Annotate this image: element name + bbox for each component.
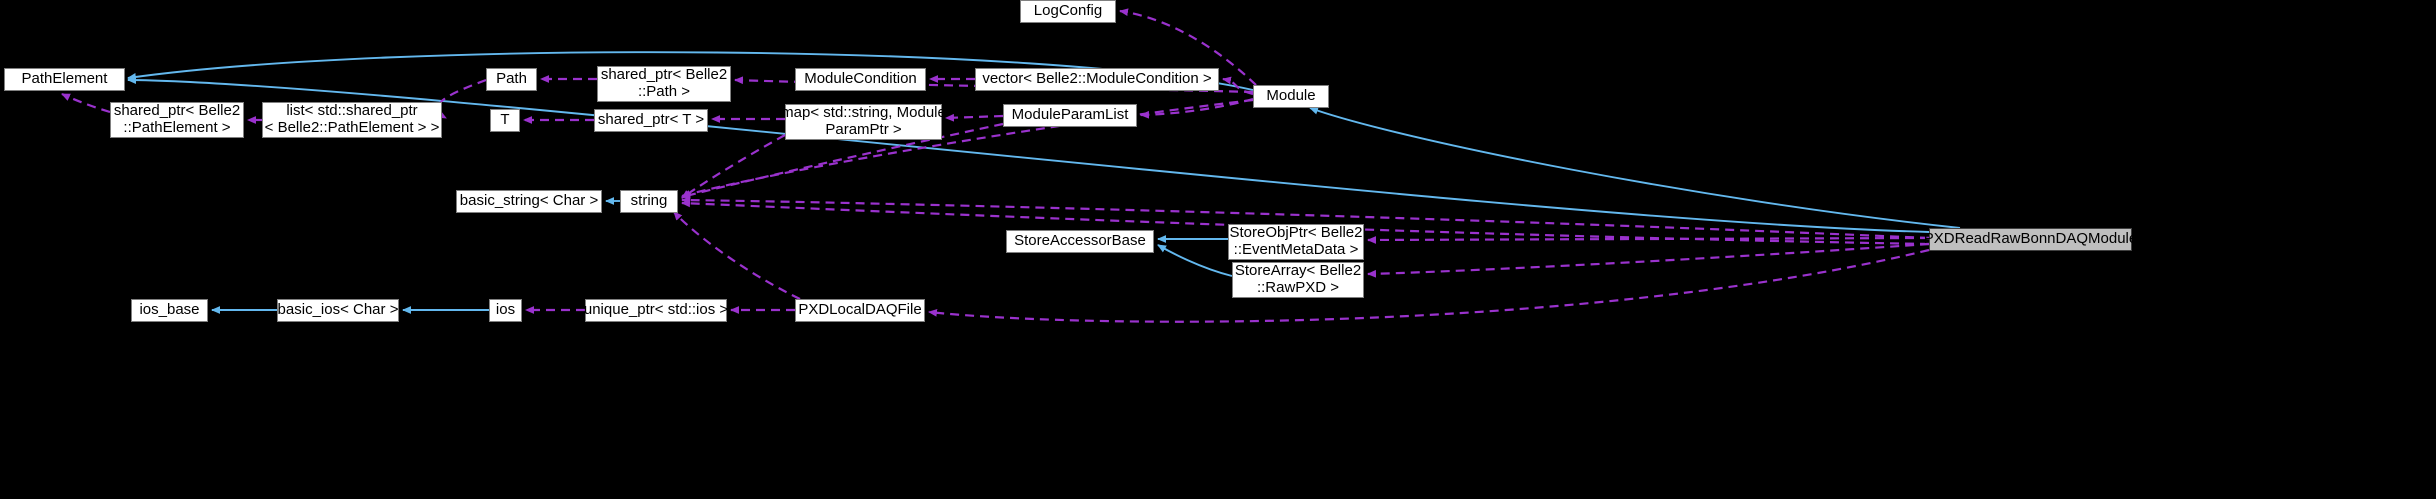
edge-pxdread-to-storeobjptr	[1367, 236, 1930, 244]
class-node-label: LogConfig	[1033, 2, 1103, 20]
class-node-t[interactable]: T	[490, 109, 520, 132]
class-node-label: shared_ptr< Belle2 ::PathElement >	[113, 102, 241, 136]
edge-module-to-moduleparam	[1140, 97, 1254, 119]
class-node-label: StoreObjPtr< Belle2 ::EventMetaData >	[1229, 224, 1363, 258]
class-node-string[interactable]: string	[620, 190, 678, 213]
edge-pxdread-to-module	[1309, 107, 1961, 229]
class-node-label: Module	[1266, 87, 1316, 105]
edge-pxdread-to-pxdlocal	[928, 248, 1930, 323]
class-node-label: PXDLocalDAQFile	[798, 301, 922, 319]
class-node-label: shared_ptr< Belle2 ::Path >	[600, 66, 728, 100]
class-node-label: string	[630, 192, 668, 210]
class-node-label: shared_ptr< T >	[597, 111, 705, 129]
class-node-basic_ios[interactable]: basic_ios< Char >	[277, 299, 399, 322]
class-node-path[interactable]: Path	[486, 68, 537, 91]
class-node-label: unique_ptr< std::ios >	[583, 301, 729, 319]
class-node-label: basic_string< Char >	[459, 192, 599, 210]
edge-path-to-list_sp_pe	[436, 78, 487, 119]
class-node-label: PXDReadRawBonnDAQModule	[1923, 230, 2138, 248]
edge-storearray-to-storeaccbase	[1157, 244, 1233, 277]
class-node-label: StoreArray< Belle2 ::RawPXD >	[1234, 262, 1362, 296]
class-node-label: ModuleCondition	[804, 70, 917, 88]
class-node-label: PathElement	[21, 70, 108, 88]
class-node-pxdread[interactable]: PXDReadRawBonnDAQModule	[1924, 228, 2137, 251]
class-node-label: ios	[495, 301, 516, 319]
class-node-label: list< std::shared_ptr < Belle2::PathElem…	[264, 102, 440, 136]
class-node-ios[interactable]: ios	[489, 299, 522, 322]
class-node-label: T	[500, 111, 510, 129]
class-node-storeaccbase[interactable]: StoreAccessorBase	[1006, 230, 1154, 253]
class-node-pathelement[interactable]: PathElement	[4, 68, 125, 91]
class-node-ios_base[interactable]: ios_base	[131, 299, 208, 322]
class-node-logconfig[interactable]: LogConfig	[1020, 0, 1116, 23]
class-node-label: basic_ios< Char >	[277, 301, 399, 319]
class-node-vec_modcond[interactable]: vector< Belle2::ModuleCondition >	[975, 68, 1219, 91]
edge-pxdlocal-to-string	[673, 211, 801, 300]
class-node-sp_pathelem[interactable]: shared_ptr< Belle2 ::PathElement >	[110, 102, 244, 138]
class-node-storeobjptr[interactable]: StoreObjPtr< Belle2 ::EventMetaData >	[1228, 224, 1364, 260]
class-node-pxdlocal[interactable]: PXDLocalDAQFile	[795, 299, 925, 322]
class-node-label: Path	[496, 70, 527, 88]
class-node-label: ios_base	[139, 301, 200, 319]
class-node-label: map< std::string, Module ParamPtr >	[781, 104, 946, 138]
class-node-label: ModuleParamList	[1011, 106, 1129, 124]
edge-pxdread-to-storearray	[1367, 242, 1930, 278]
edge-module-to-vec_modcond	[1222, 76, 1254, 96]
edge-map_modparam-to-string	[681, 134, 786, 199]
class-node-sp_path[interactable]: shared_ptr< Belle2 ::Path >	[597, 66, 731, 102]
edge-sp_pathelem-to-pathelement	[61, 93, 111, 114]
class-node-map_modparam[interactable]: map< std::string, Module ParamPtr >	[781, 104, 946, 140]
edge-moduleparam-to-map_modparam	[945, 113, 1004, 122]
class-node-unique_ptr[interactable]: unique_ptr< std::ios >	[583, 299, 729, 322]
class-node-moduleparam[interactable]: ModuleParamList	[1003, 104, 1137, 127]
edge-module-to-string	[681, 98, 1254, 198]
class-node-storearray[interactable]: StoreArray< Belle2 ::RawPXD >	[1232, 262, 1364, 298]
class-node-module[interactable]: Module	[1253, 85, 1329, 108]
class-node-label: vector< Belle2::ModuleCondition >	[982, 70, 1212, 88]
class-node-sp_t[interactable]: shared_ptr< T >	[594, 109, 708, 132]
class-node-modulecond[interactable]: ModuleCondition	[795, 68, 926, 91]
class-node-list_sp_pe[interactable]: list< std::shared_ptr < Belle2::PathElem…	[262, 102, 442, 138]
class-node-label: StoreAccessorBase	[1014, 232, 1146, 250]
class-node-basic_string[interactable]: basic_string< Char >	[456, 190, 602, 213]
